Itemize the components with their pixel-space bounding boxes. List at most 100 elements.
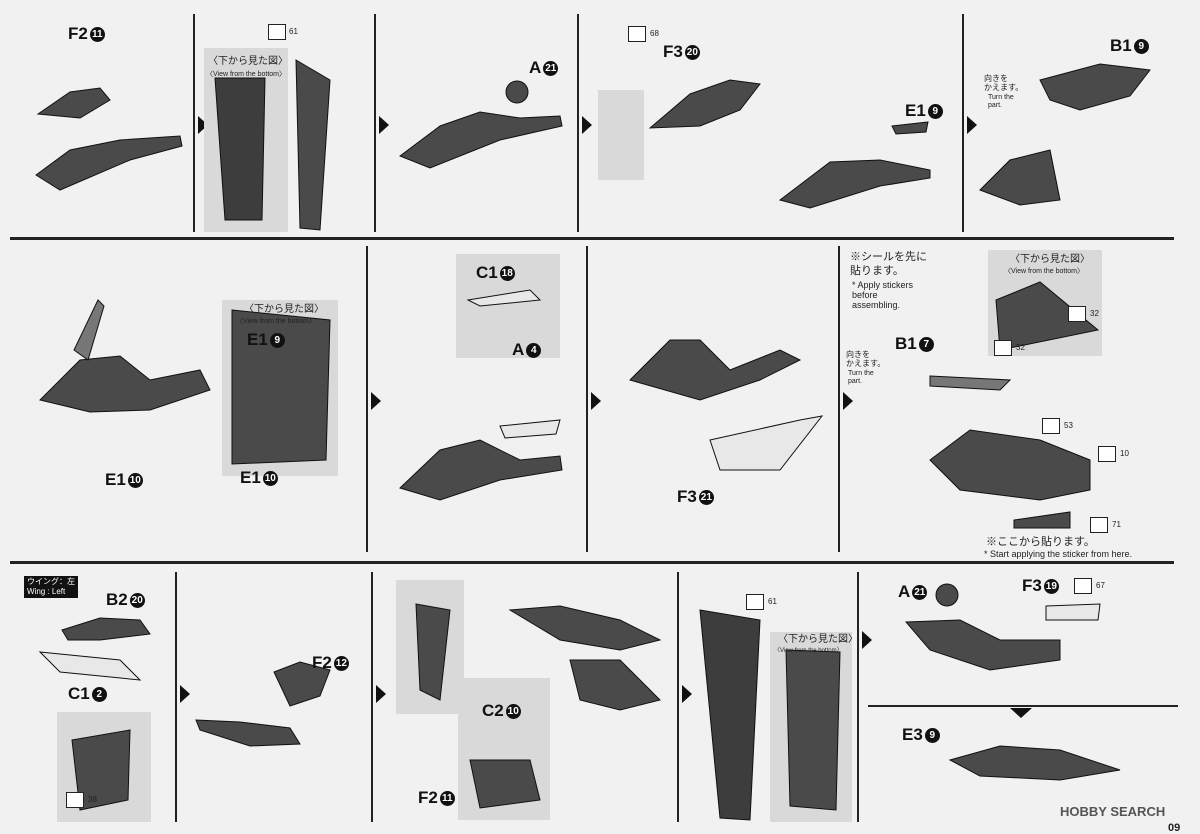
part-number-badge: 18 xyxy=(499,266,515,281)
sticker-number: 68 xyxy=(650,29,659,38)
col-divider xyxy=(586,246,588,552)
start-here-note-jp: ※ここから貼ります。 xyxy=(986,536,1095,548)
view-caption-en: 〈View from the bottom〉 xyxy=(774,648,843,654)
part-number-badge: 2 xyxy=(91,687,107,702)
part-number-badge: 9 xyxy=(1133,39,1149,54)
sticker-icon xyxy=(1098,446,1116,462)
col-divider xyxy=(366,246,368,552)
sticker-icon xyxy=(1074,578,1092,594)
sticker-icon xyxy=(268,24,286,40)
next-step-arrow xyxy=(862,631,872,649)
col-divider xyxy=(838,246,840,552)
next-step-arrow xyxy=(180,685,190,703)
detail-inset xyxy=(598,90,644,180)
next-step-arrow xyxy=(376,685,386,703)
sticker-number: 32 xyxy=(1016,343,1025,352)
col-divider xyxy=(962,14,964,232)
col-divider xyxy=(175,572,177,822)
part-number-badge: 19 xyxy=(1043,579,1059,594)
part-number-badge: 11 xyxy=(89,27,105,42)
sticker-icon xyxy=(1042,418,1060,434)
sticker-icon xyxy=(628,26,646,42)
part-number-badge: 9 xyxy=(927,104,943,119)
part-number-badge: 10 xyxy=(505,704,521,719)
part-number-badge: 10 xyxy=(127,473,143,488)
page-number: 09 xyxy=(1168,822,1181,834)
view-caption-en: 〈View from the bottom〉 xyxy=(206,71,287,78)
part-number-badge: 21 xyxy=(543,61,559,76)
part-number-badge: 9 xyxy=(924,728,940,743)
sticker-icon xyxy=(1068,306,1086,322)
next-step-arrow xyxy=(582,116,592,134)
view-caption-en: 〈View from the bottom〉 xyxy=(236,318,317,325)
view-caption-jp: 〈下から見た図〉 xyxy=(1010,254,1090,265)
part-number-badge: 10 xyxy=(262,471,278,486)
col-divider xyxy=(371,572,373,822)
sub-divider xyxy=(868,705,1178,707)
turn-note-en: Turn the part. xyxy=(848,370,874,385)
sticker-number: 61 xyxy=(289,27,298,36)
next-step-arrow xyxy=(371,392,381,410)
turn-note-en: Turn the part. xyxy=(988,94,1014,109)
part-number-badge: 20 xyxy=(129,593,145,608)
next-step-arrow xyxy=(379,116,389,134)
next-step-arrow-down xyxy=(1010,708,1032,718)
next-step-arrow xyxy=(682,685,692,703)
start-here-note-en: * Start applying the sticker from here. xyxy=(984,549,1133,559)
part-number-badge: 7 xyxy=(918,337,934,352)
sticker-icon xyxy=(746,594,764,610)
part-number-badge: 20 xyxy=(684,45,700,60)
sticker-icon xyxy=(1090,517,1108,533)
col-divider xyxy=(374,14,376,232)
sticker-icon xyxy=(994,340,1012,356)
next-step-arrow xyxy=(967,116,977,134)
row-divider-2 xyxy=(10,561,1174,564)
sticker-number: 67 xyxy=(1096,581,1105,590)
part-number-badge: 21 xyxy=(698,490,714,505)
next-step-arrow xyxy=(843,392,853,410)
part-number-badge: 9 xyxy=(269,333,285,348)
col-divider xyxy=(677,572,679,822)
sticker-number: 61 xyxy=(768,597,777,606)
next-step-arrow xyxy=(198,116,208,134)
col-divider xyxy=(857,572,859,822)
sticker-icon xyxy=(66,792,84,808)
sticker-number: 10 xyxy=(1120,449,1129,458)
turn-note-jp: 向きを かえます。 xyxy=(846,350,886,368)
view-caption-jp: 〈下から見た図〉 xyxy=(778,634,858,645)
row-divider-1 xyxy=(10,237,1174,240)
part-number-badge: 4 xyxy=(526,343,542,358)
view-caption-en: 〈View from the bottom〉 xyxy=(1004,268,1085,275)
col-divider xyxy=(193,14,195,232)
sticker-first-note-en: * Apply stickers before assembling. xyxy=(852,280,914,310)
view-caption-jp: 〈下から見た図〉 xyxy=(208,56,288,67)
col-divider xyxy=(577,14,579,232)
view-caption-jp: 〈下から見た図〉 xyxy=(244,304,324,315)
next-step-arrow xyxy=(591,392,601,410)
sticker-number: 71 xyxy=(1112,520,1121,529)
part-number-badge: 12 xyxy=(333,656,349,671)
